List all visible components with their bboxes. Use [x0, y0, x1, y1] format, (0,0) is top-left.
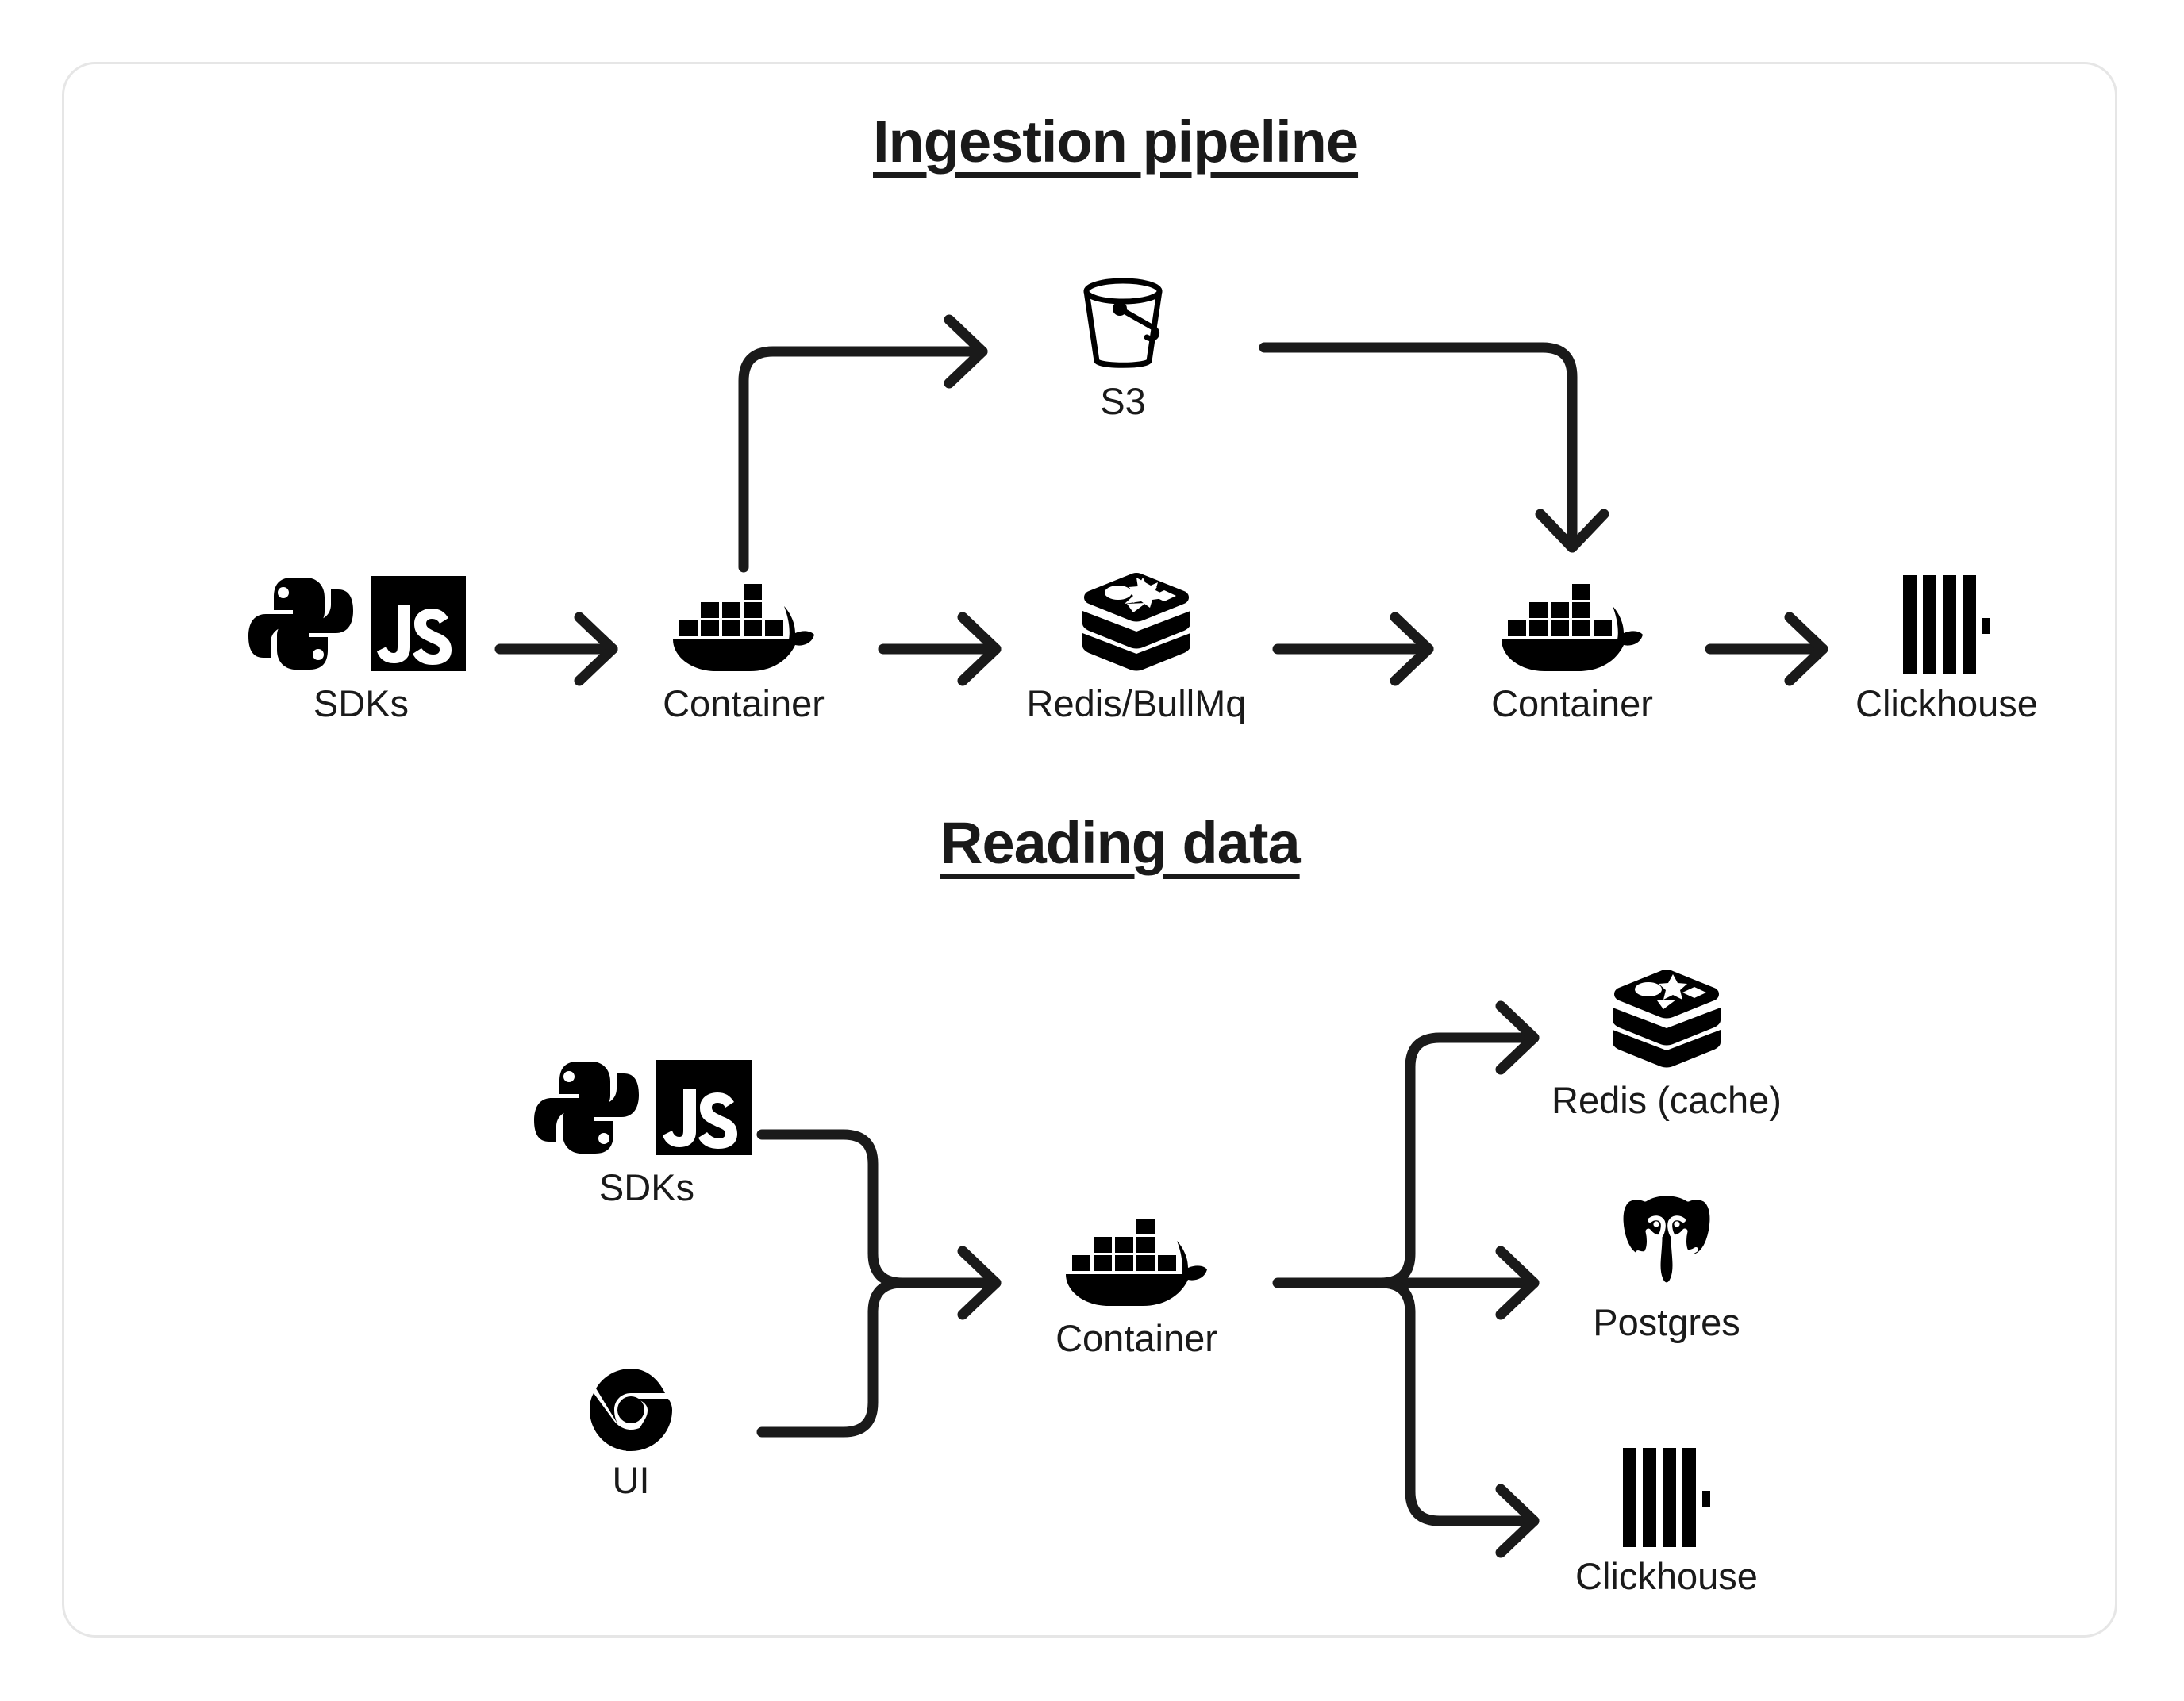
node-label: UI: [612, 1459, 650, 1501]
node-container[interactable]: Container: [1413, 555, 1731, 723]
docker-whale-icon: [668, 555, 819, 674]
docker-whale-icon: [1497, 555, 1648, 674]
node-label: Container: [663, 682, 825, 724]
docker-whale-icon: [1061, 1190, 1212, 1309]
node-clickhouse[interactable]: Clickhouse: [1788, 555, 2105, 723]
section-title-reading: Reading data: [940, 810, 1301, 876]
postgres-elephant-icon: [1614, 1188, 1719, 1293]
node-ui[interactable]: UI: [472, 1369, 790, 1499]
node-s3[interactable]: S3: [964, 274, 1282, 420]
node-label: Clickhouse: [1855, 682, 2038, 724]
redis-stack-icon: [1081, 555, 1192, 674]
python-js-sdk-icon: [528, 1039, 766, 1158]
node-label: S3: [1100, 380, 1146, 422]
node-sdks[interactable]: SDKs: [488, 1039, 806, 1207]
node-container[interactable]: Container: [978, 1190, 1295, 1357]
node-clickhouse[interactable]: Clickhouse: [1508, 1428, 1825, 1595]
node-redis-bullmq[interactable]: Redis/BullMq: [978, 555, 1295, 723]
node-container[interactable]: Container: [585, 555, 902, 723]
node-label: Redis/BullMq: [1026, 682, 1247, 724]
node-sdks[interactable]: SDKs: [202, 555, 520, 723]
node-label: SDKs: [313, 682, 410, 724]
python-js-sdk-icon: [242, 555, 480, 674]
node-redis-cache[interactable]: Redis (cache): [1508, 952, 1825, 1119]
section-title-ingestion: Ingestion pipeline: [873, 109, 1359, 175]
node-label: Clickhouse: [1575, 1555, 1758, 1597]
node-label: Postgres: [1593, 1301, 1740, 1343]
chrome-browser-icon: [590, 1369, 672, 1451]
node-postgres[interactable]: Postgres: [1508, 1188, 1825, 1342]
clickhouse-bars-icon: [1903, 555, 1990, 674]
redis-stack-icon: [1611, 952, 1722, 1071]
clickhouse-bars-icon: [1623, 1428, 1710, 1547]
s3-bucket-icon: [1074, 274, 1172, 372]
node-label: SDKs: [598, 1166, 695, 1208]
node-label: Redis (cache): [1551, 1079, 1782, 1121]
node-label: Container: [1491, 682, 1653, 724]
node-label: Container: [1055, 1317, 1217, 1359]
